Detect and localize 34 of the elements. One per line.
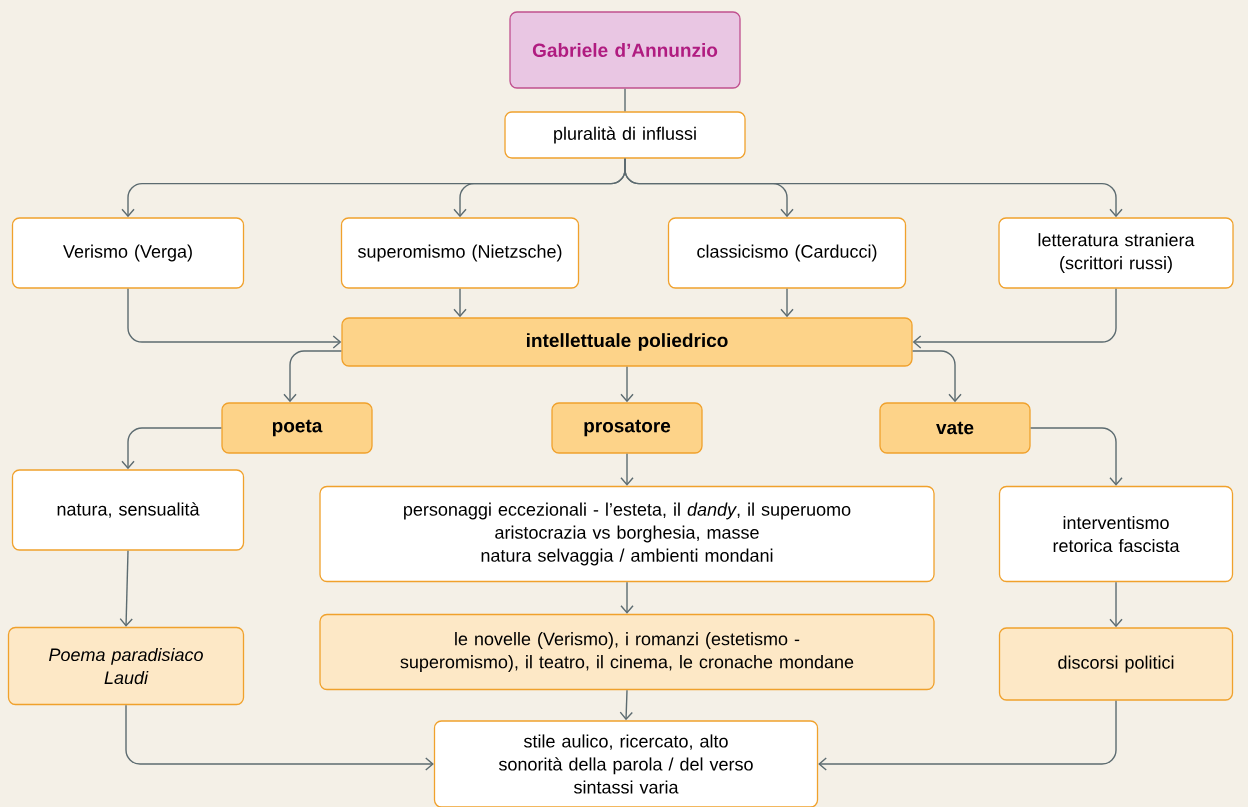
arrow <box>125 704 434 771</box>
arrow <box>121 427 223 470</box>
arrow <box>283 350 343 403</box>
arrow <box>620 581 634 614</box>
concept-box: pluralità di influssi <box>504 111 746 159</box>
category-box: poeta <box>221 402 373 454</box>
concept-box: classicismo (Carducci) <box>667 217 907 289</box>
concept-box: personaggi eccezionali - l’esteta, il dandy, il superuomo aristocrazia vs borghesia, masse natura selvaggia / ambienti mondani <box>319 485 935 583</box>
concept-box: Verismo (Verga) <box>11 217 245 289</box>
concept-box: natura, sensualità <box>11 469 245 551</box>
arrow <box>911 350 962 403</box>
arrow <box>1029 427 1123 486</box>
work-box: le novelle (Verismo), i romanzi (estetismo - superomismo), il teatro, il cinema, le cronache mondane <box>319 613 935 691</box>
arrow <box>1109 581 1123 628</box>
category-box: intellettuale poliedrico <box>341 317 913 367</box>
arrow <box>620 452 634 486</box>
work-box: discorsi politici <box>998 627 1234 701</box>
arrow <box>453 287 467 318</box>
arrow <box>619 689 633 721</box>
concept-box: stile aulico, ricercato, alto sonorità della parola / del verso sintassi varia <box>433 720 819 807</box>
concept-box: superomismo (Nietzsche) <box>340 217 580 289</box>
arrow <box>780 287 794 318</box>
arrow <box>620 365 634 403</box>
title-box: Gabriele d’Annunzio <box>509 11 741 89</box>
arrow <box>912 287 1117 349</box>
concept-box: letteratura straniera (scrittori russi) <box>998 217 1234 289</box>
arrow <box>818 699 1117 771</box>
category-box: prosatore <box>551 402 703 454</box>
work-box: Poema paradisiaco Laudi <box>7 626 245 706</box>
arrow <box>119 549 133 627</box>
arrow <box>127 287 342 349</box>
concept-box: interventismo retorica fascista <box>998 485 1234 583</box>
category-box: vate <box>879 402 1031 454</box>
arrow <box>624 157 1123 218</box>
